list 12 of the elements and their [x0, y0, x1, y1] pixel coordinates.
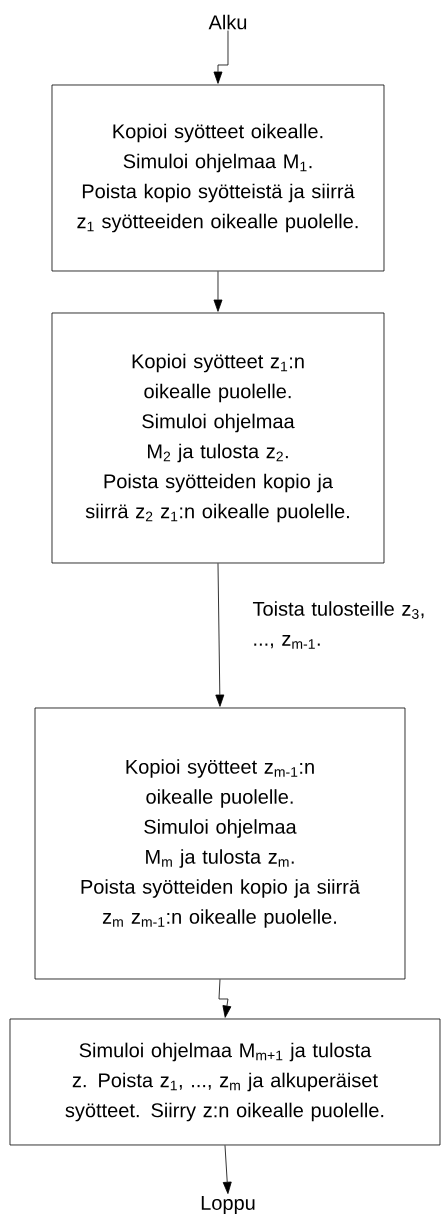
- process-box: Kopioi syötteet z$_{1}$:n oikealle puolelle. Simuloi ohjelmaa M$_{2}$ ja tulosta z$_{2}$. Poista syötteiden kopio ja siirrä z$_{2}$ z$_{1}$:n oikealle puolelle.: [51, 312, 385, 564]
- arrow: [222, 1145, 232, 1194]
- arrow: [215, 563, 225, 707]
- terminal-text: Alku: [208, 14, 247, 30]
- process-box: Kopioi syötteet oikealle. Simuloi ohjelmaa M$_{1}$. Poista kopio syötteistä ja siirrä z$_{1}$ syötteeiden oikealle puolelle.: [51, 84, 385, 272]
- terminal-text: Loppu: [201, 1196, 255, 1214]
- process-box: Kopioi syötteet z$_{m-1}$:n oikealle puolelle. Simuloi ohjelmaa M$_{m}$ ja tulosta z$_{m}$. Poista syötteiden kopio ja siirrä z$_{m}$ z$_{m-1}$:n oikealle puolelle.: [34, 707, 406, 980]
- arrow: [213, 30, 229, 84]
- process-box: Simuloi ohjelmaa M$_{m+1}$ ja tulosta z. Poista z$_{1}$, ..., z$_{m}$ ja alkuperäiset syötteet. Siirry z:n oikealle puolelle.: [9, 1018, 441, 1146]
- arrow: [218, 979, 232, 1018]
- arrow: [213, 271, 223, 312]
- edge-label: Toista tulosteille z$_{3}$, ..., z$_{m-1}$.: [251, 600, 439, 650]
